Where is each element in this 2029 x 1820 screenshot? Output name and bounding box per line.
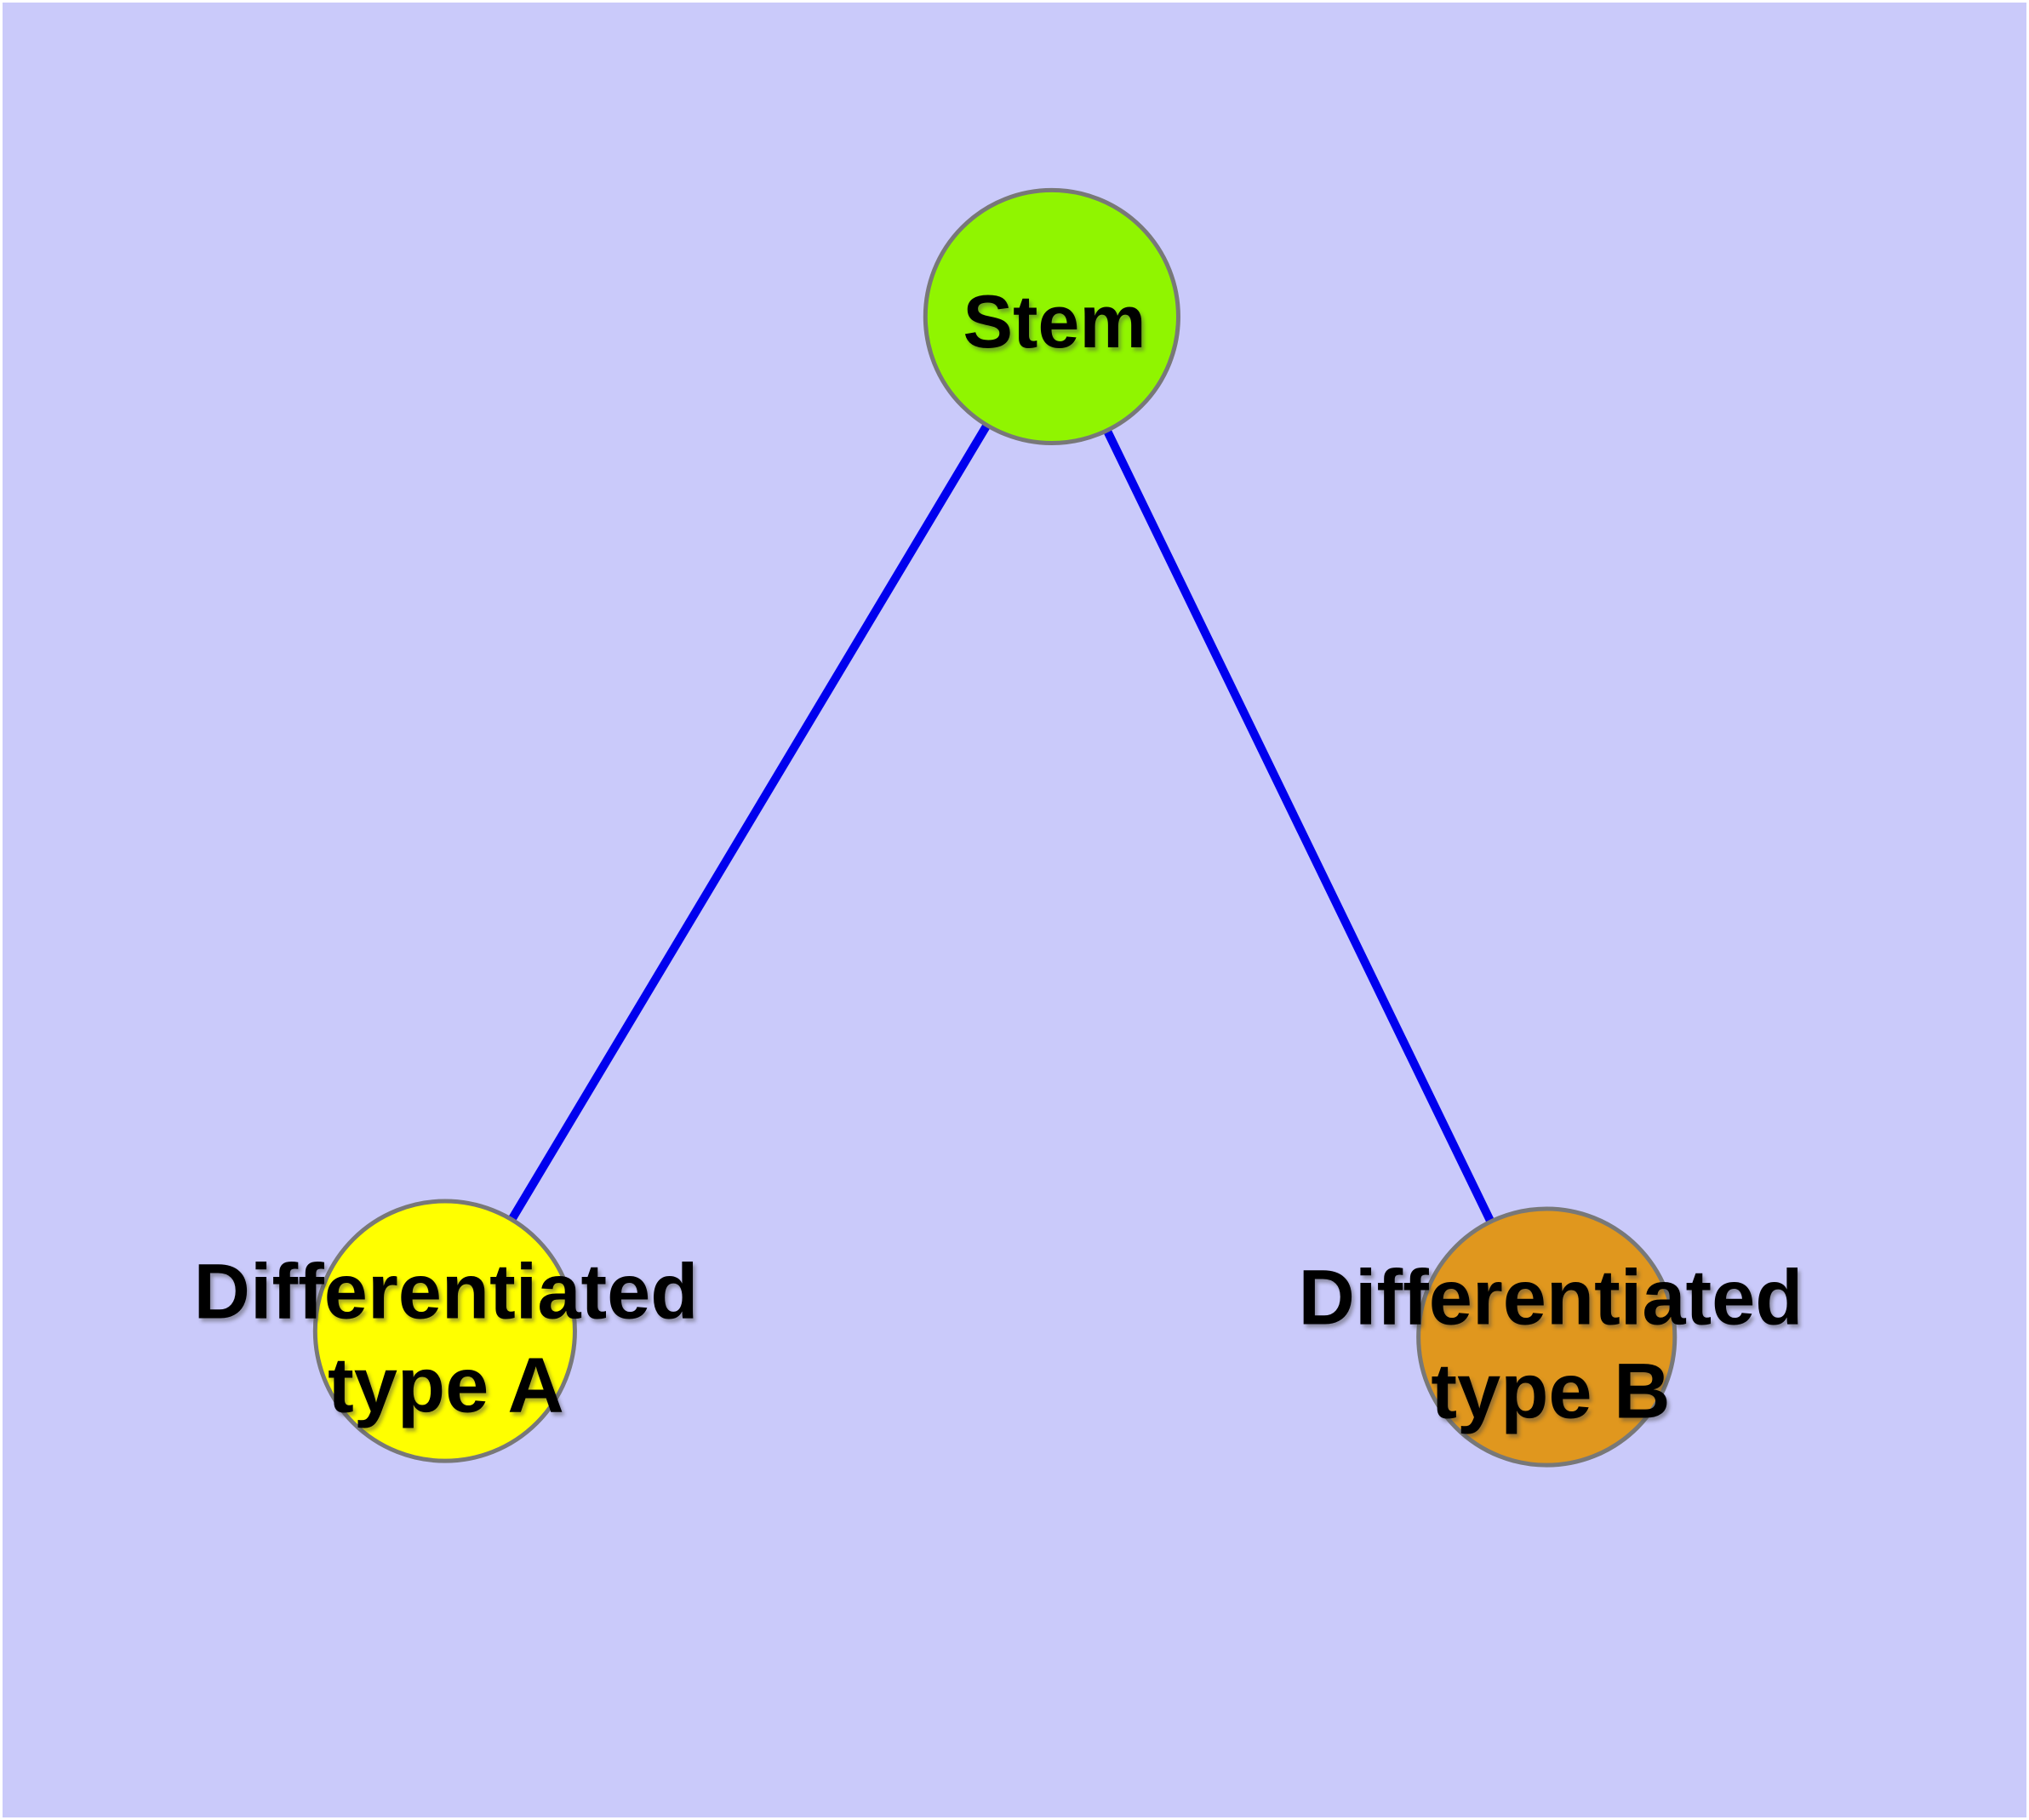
differentiated-type-a-node-label: Differentiated type A: [194, 1245, 699, 1434]
stem-label-text: Stem: [963, 279, 1146, 364]
edge-stem-to-type-a: [441, 314, 1056, 1334]
type-b-label-line-2: type B: [1431, 1348, 1671, 1435]
stem-node-circle: [923, 187, 1180, 446]
differentiated-type-b-node-circle: [1416, 1206, 1677, 1468]
type-b-label-line-1: Differentiated: [1298, 1254, 1803, 1342]
type-a-label-line-2: type A: [328, 1342, 564, 1429]
type-a-label-line-1: Differentiated: [193, 1248, 699, 1336]
differentiated-type-a-node-circle: [312, 1199, 577, 1463]
stem-node-label: Stem: [963, 277, 1146, 367]
graph-svg: [312, 187, 1677, 1468]
differentiated-type-b-node-label: Differentiated type B: [1299, 1251, 1803, 1439]
edge-stem-to-type-b: [1048, 314, 1551, 1339]
